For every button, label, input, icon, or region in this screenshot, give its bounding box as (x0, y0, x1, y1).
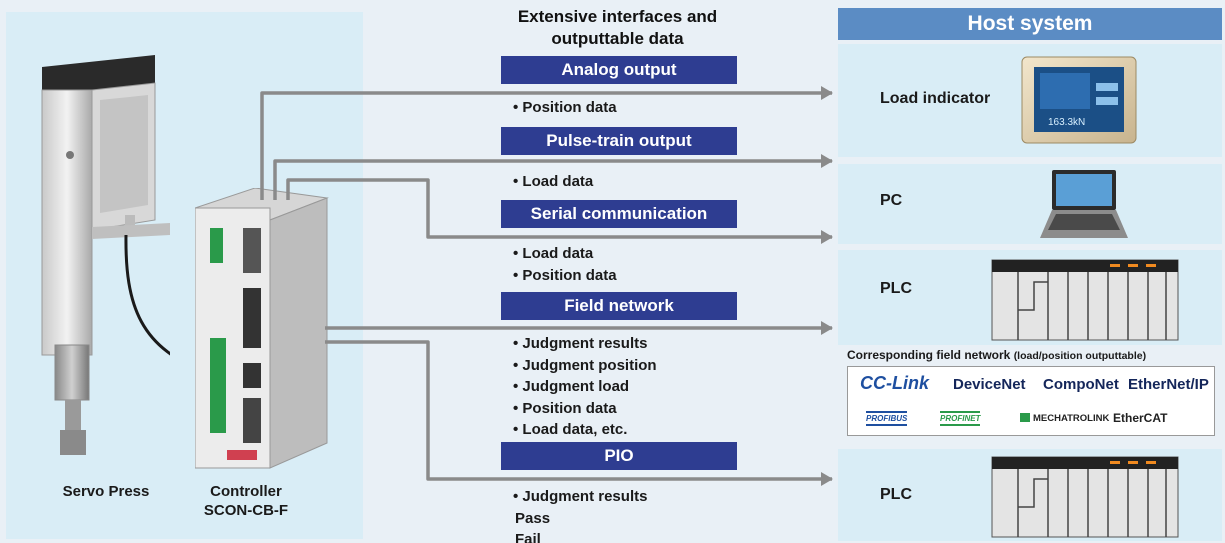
controller-caption-line1: Controller (210, 483, 282, 500)
host-system-title: Host system (838, 8, 1222, 40)
pc-box (838, 164, 1222, 244)
heading-line2: outputtable data (551, 29, 684, 48)
load-indicator-image: 163.3kN (1021, 56, 1137, 144)
componet-logo: CompoNet (1043, 376, 1119, 393)
controller-caption-line2: SCON-CB-F (203, 502, 289, 519)
pulse-train-output-label: Pulse-train output (501, 127, 737, 155)
analog-output-bullets: • Position data (513, 97, 617, 119)
laptop-image (1040, 170, 1128, 238)
network-caption-note: (load/position outputtable) (1013, 350, 1147, 362)
field-network-label: Field network (501, 292, 737, 320)
serial-arrow (286, 178, 833, 244)
pulse-train-bullets: • Load data (513, 171, 593, 193)
plc-label-1: PLC (880, 280, 912, 297)
network-logos: CC-Link DeviceNet CompoNet EtherNet/IP P… (847, 366, 1215, 436)
bullet-item: • Position data (513, 99, 617, 116)
bullet-item: • Position data (513, 399, 617, 417)
controller-caption: Controller SCON-CB-F (186, 482, 306, 520)
pio-arrow (325, 340, 833, 486)
bullet-item: • Load data (513, 173, 594, 190)
network-caption-text: Corresponding field network (847, 348, 1011, 362)
pio-bullets: • Judgment results Pass Fail (513, 486, 647, 543)
heading-line1: Extensive interfaces and (517, 7, 718, 26)
bullet-item: • Judgment results (513, 335, 648, 352)
bullet-item: • Judgment position (513, 356, 657, 374)
pio-label: PIO (501, 442, 737, 470)
pc-label: PC (880, 192, 903, 209)
bullet-item: • Position data (513, 266, 617, 284)
bullet-item: • Judgment load (513, 378, 630, 395)
plc-image-2 (991, 456, 1179, 538)
plc-image-1 (991, 259, 1179, 341)
bullet-item: Fail (515, 531, 541, 543)
controller-image (195, 188, 329, 469)
indicator-reading: 163.3kN (1048, 117, 1085, 128)
serial-communication-label: Serial communication (501, 200, 737, 228)
pulse-train-arrow (273, 154, 833, 200)
mechatrolink-text: MECHATROLINK (1033, 413, 1110, 424)
analog-output-arrow (260, 86, 833, 200)
serial-bullets: • Load data • Position data (513, 243, 617, 286)
ethernet-ip-logo: EtherNet/IP (1128, 376, 1209, 393)
load-indicator-label: Load indicator (880, 90, 991, 107)
servo-press-image (41, 55, 170, 455)
interfaces-heading: Extensive interfaces and outputtable dat… (480, 6, 755, 50)
profibus-logo: PROFIBUS (866, 411, 908, 426)
devicenet-logo: DeviceNet (953, 376, 1026, 393)
bullet-item: • Load data (513, 245, 594, 262)
bullet-item: • Load data, etc. (513, 421, 628, 438)
field-network-bullets: • Judgment results • Judgment position •… (513, 333, 657, 441)
servo-press-caption: Servo Press (62, 483, 150, 500)
network-caption: Corresponding field network (load/positi… (847, 348, 1146, 362)
cc-link-logo: CC-Link (860, 373, 929, 393)
plc-label-2: PLC (880, 486, 912, 503)
bullet-item: Pass (515, 509, 551, 527)
mechatrolink-logo: MECHATROLINK (1020, 413, 1109, 424)
profinet-logo: PROFINET (940, 411, 981, 426)
analog-output-label: Analog output (501, 56, 737, 84)
ethercat-logo: EtherCAT (1113, 411, 1168, 425)
bullet-item: • Judgment results (513, 488, 648, 505)
